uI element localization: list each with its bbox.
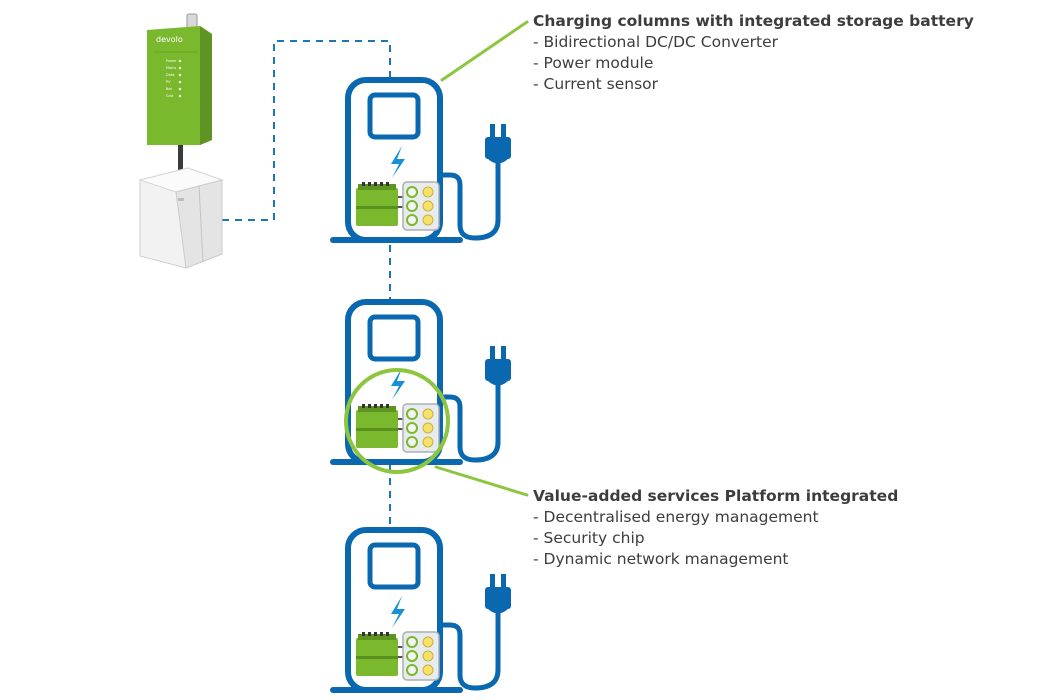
- callout-value-added-services-item: - Security chip: [533, 529, 645, 547]
- callout-charging-columns-item: - Bidirectional DC/DC Converter: [533, 33, 778, 51]
- platform-highlight-circle: [344, 368, 450, 474]
- leader-line-middle: [434, 465, 529, 497]
- callout-charging-columns-title: Charging columns with integrated storage…: [533, 12, 974, 30]
- callout-value-added-services-item: - Decentralised energy management: [533, 508, 819, 526]
- callout-charging-columns-item: - Power module: [533, 54, 654, 72]
- dashed-connection-lines: [222, 40, 391, 528]
- storage-cabinet: [138, 167, 224, 269]
- gateway-panel-label-6: Grid: [166, 94, 173, 98]
- gateway-panel-label-5: Bat: [166, 87, 173, 91]
- gateway-panel-label-2: Mains: [166, 66, 176, 70]
- gateway-brand-label: devolo: [156, 35, 183, 44]
- gateway-device: devolo Power Mains Data PV Bat Grid: [147, 13, 212, 173]
- gateway-panel-label-3: Data: [166, 73, 174, 77]
- gateway-panel-label-4: PV: [166, 80, 171, 84]
- charging-column-3: [333, 530, 511, 690]
- callout-charging-columns-item: - Current sensor: [533, 75, 659, 93]
- callout-value-added-services-title: Value-added services Platform integrated: [533, 487, 899, 505]
- leader-line-top: [440, 20, 529, 82]
- gateway-panel-label-1: Power: [166, 59, 177, 63]
- callout-value-added-services-item: - Dynamic network management: [533, 550, 789, 568]
- charging-column-1: [333, 80, 511, 240]
- callout-value-added-services: Value-added services Platform integrated…: [533, 486, 898, 570]
- callout-charging-columns: Charging columns with integrated storage…: [533, 11, 974, 95]
- charging-column-2: [333, 302, 511, 462]
